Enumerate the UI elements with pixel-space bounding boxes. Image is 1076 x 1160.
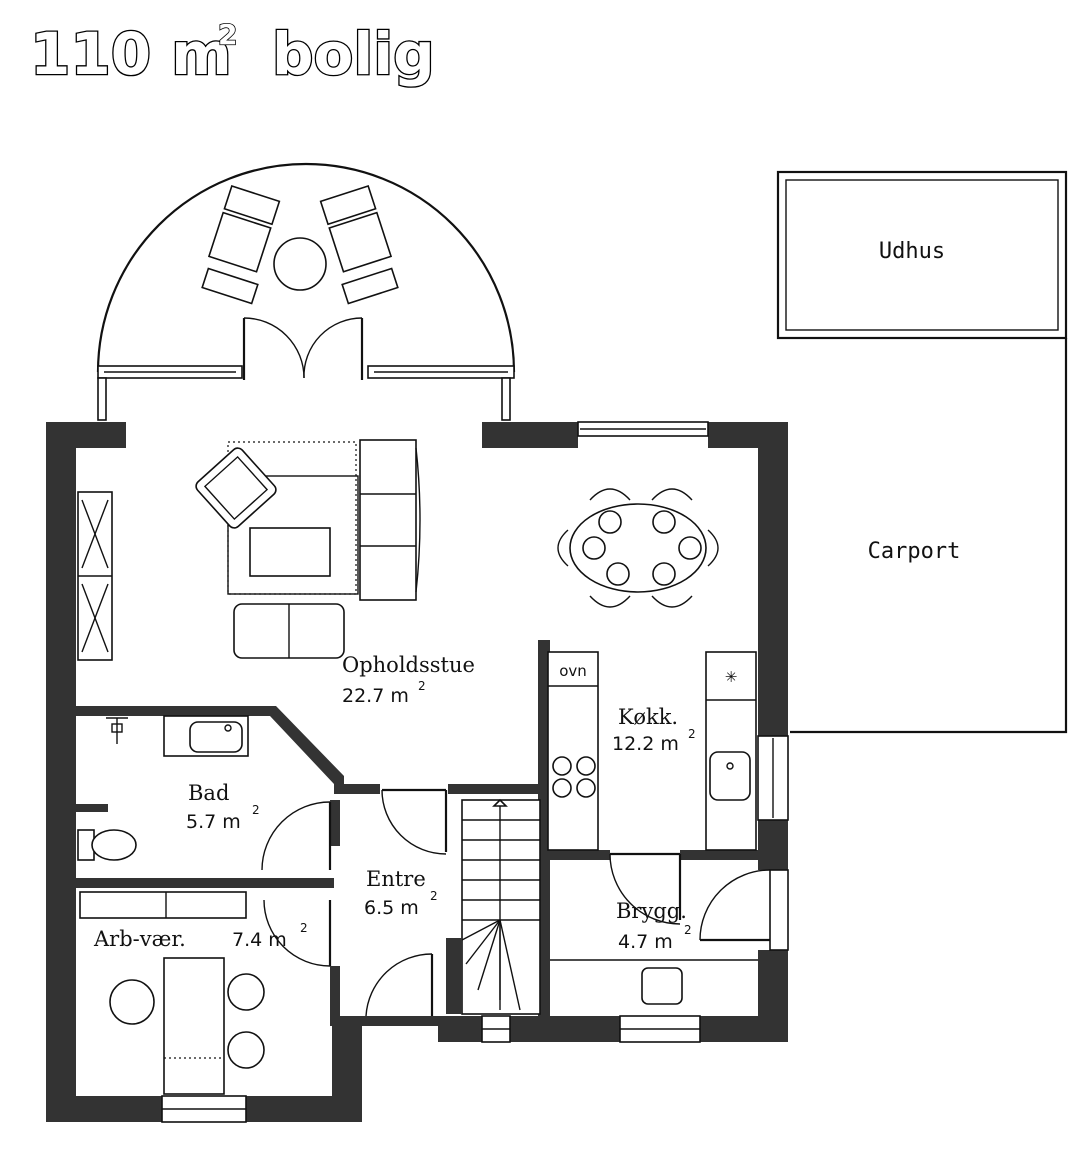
kitchen-sink bbox=[709, 751, 751, 801]
title-suffix: bolig bbox=[272, 20, 435, 88]
room-name-arbvaer: Arb-vær. bbox=[93, 927, 186, 951]
room-name-entre: Entre bbox=[366, 867, 426, 891]
room-area-sup-brygg: 2 bbox=[684, 923, 692, 937]
staircase bbox=[446, 798, 541, 1015]
room-area-sup-opholdsstue: 2 bbox=[418, 679, 426, 693]
room-area-sup-entre: 2 bbox=[430, 889, 438, 903]
sofa-right bbox=[359, 439, 417, 601]
room-area-kokken: 12.2 m bbox=[612, 733, 679, 755]
room-name-kokken: Køkk. bbox=[618, 705, 678, 729]
room-area-sup-bad: 2 bbox=[252, 803, 260, 817]
bay-window bbox=[96, 162, 516, 421]
room-area-sup-kokken: 2 bbox=[688, 727, 696, 741]
room-name-bad: Bad bbox=[188, 781, 229, 805]
toilet bbox=[91, 829, 137, 861]
interior-walls bbox=[76, 640, 788, 1042]
brygg-fittings bbox=[550, 959, 758, 1005]
room-name-opholdsstue: Opholdsstue bbox=[342, 653, 475, 677]
desk bbox=[163, 957, 225, 1095]
oven-label: ovn bbox=[559, 662, 587, 680]
living-furniture bbox=[77, 439, 421, 661]
title-main: 110 m bbox=[30, 20, 232, 88]
room-area-sup-arbvaer: 2 bbox=[300, 921, 308, 935]
label-carport: Carport bbox=[868, 539, 961, 564]
round-table bbox=[273, 237, 327, 291]
room-area-opholdsstue: 22.7 m bbox=[342, 685, 409, 707]
exterior-walls bbox=[46, 422, 788, 1122]
title-superscript: 2 bbox=[218, 18, 237, 51]
kitchen-fittings: ovn ✳ bbox=[547, 651, 757, 851]
room-name-brygg: Brygg. bbox=[616, 899, 687, 923]
bath-fittings bbox=[77, 715, 249, 861]
office-chair bbox=[109, 979, 155, 1025]
plan-title: 110 m 2 bolig bbox=[29, 17, 436, 89]
room-area-brygg: 4.7 m bbox=[618, 931, 673, 953]
dining-set bbox=[557, 488, 719, 608]
room-labels: Opholdsstue 22.7 m 2 Køkk. 12.2 m 2 Bad … bbox=[93, 653, 696, 953]
windows bbox=[161, 421, 789, 1123]
room-area-bad: 5.7 m bbox=[186, 811, 241, 833]
label-udhus: Udhus bbox=[879, 239, 945, 264]
office-furniture bbox=[79, 891, 265, 1095]
fridge-icon: ✳ bbox=[725, 668, 738, 686]
outbuildings: Udhus Carport bbox=[776, 170, 1068, 734]
room-area-entre: 6.5 m bbox=[364, 897, 419, 919]
utility-sink bbox=[641, 967, 683, 1005]
washbasin bbox=[189, 721, 243, 753]
doors bbox=[261, 788, 771, 1017]
room-area-arbvaer: 7.4 m bbox=[232, 929, 287, 951]
coffee-table bbox=[249, 527, 331, 577]
